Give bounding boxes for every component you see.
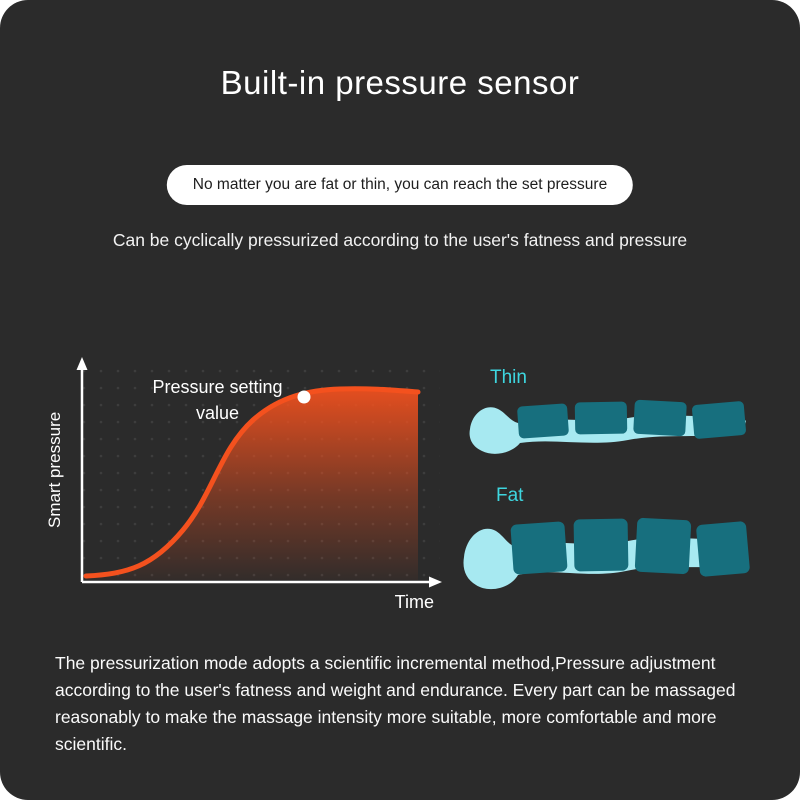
page-title: Built-in pressure sensor [220,64,580,101]
thin-cuff-illustration [469,399,746,454]
fat-label: Fat [496,485,524,506]
thin-cuff-segment [574,401,628,435]
thin-cuff-segment [692,401,746,439]
fat-cuff-segment [696,521,750,577]
pressure-curve-svg [76,357,442,588]
thin-cuff-segment [517,403,569,439]
fat-cuff-segment [510,521,568,575]
chart-x-axis-label: Time [394,592,434,612]
fat-cuff-segment [634,517,692,575]
fat-cuff-segment [573,518,629,572]
description-text: The pressurization mode adopts a scienti… [55,653,736,755]
y-axis-arrow [76,357,88,370]
setpoint-marker [297,390,311,404]
pressure-curve [83,386,421,579]
cuff-illustrations: Thin Fat [452,355,762,610]
thin-cuff-segment [633,399,687,437]
thin-label: Thin [490,367,527,388]
subtitle: Can be cyclically pressurized according … [112,230,688,250]
x-axis-arrow [429,576,442,588]
chart-y-axis-label: Smart pressure [45,411,64,528]
pressure-time-chart: Pressure setting value Smart pressure Ti… [45,352,448,622]
pressure-setting-annotation: Pressure setting value [152,377,283,424]
fat-cuff-illustration [463,517,750,590]
highlight-banner: No matter you are fat or thin, you can r… [166,165,634,205]
curve-area-fill [86,388,418,580]
